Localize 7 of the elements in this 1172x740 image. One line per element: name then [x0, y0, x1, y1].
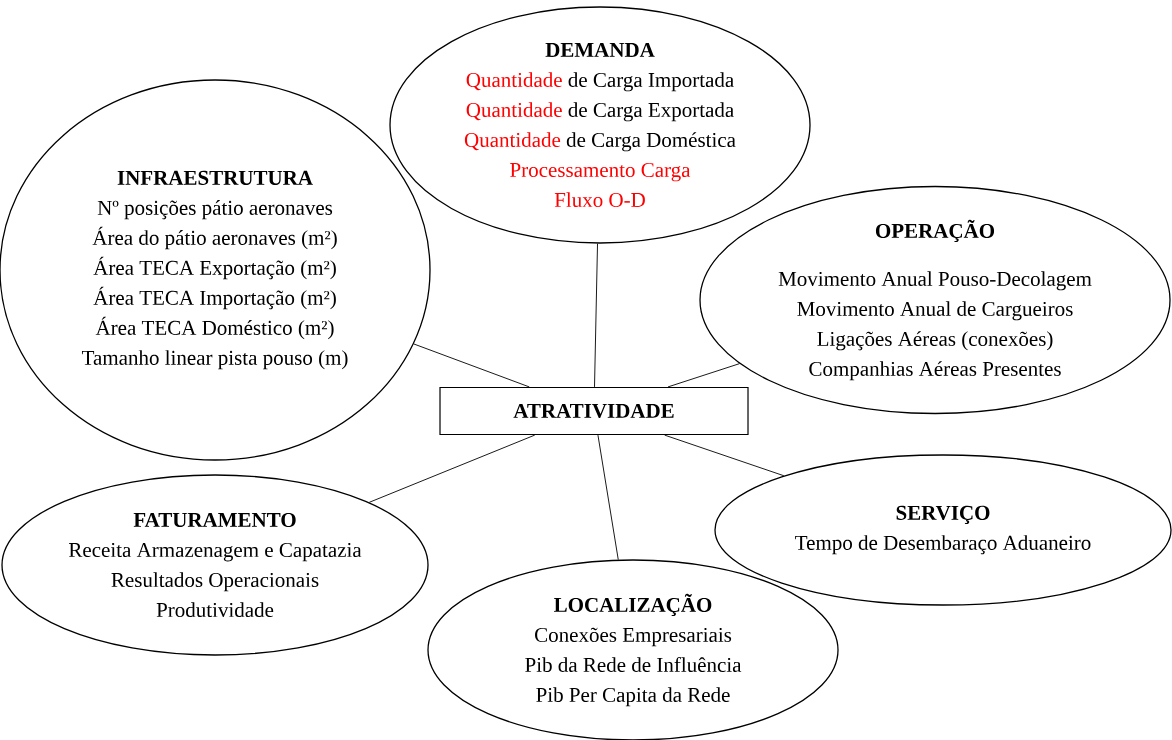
connector-line [664, 434, 785, 477]
central-box: ATRATIVIDADE [439, 386, 749, 436]
connector-line [594, 243, 598, 388]
connector-line [597, 434, 619, 561]
connector-line [413, 343, 530, 388]
connector-line [667, 363, 740, 388]
connector-line [368, 434, 536, 503]
